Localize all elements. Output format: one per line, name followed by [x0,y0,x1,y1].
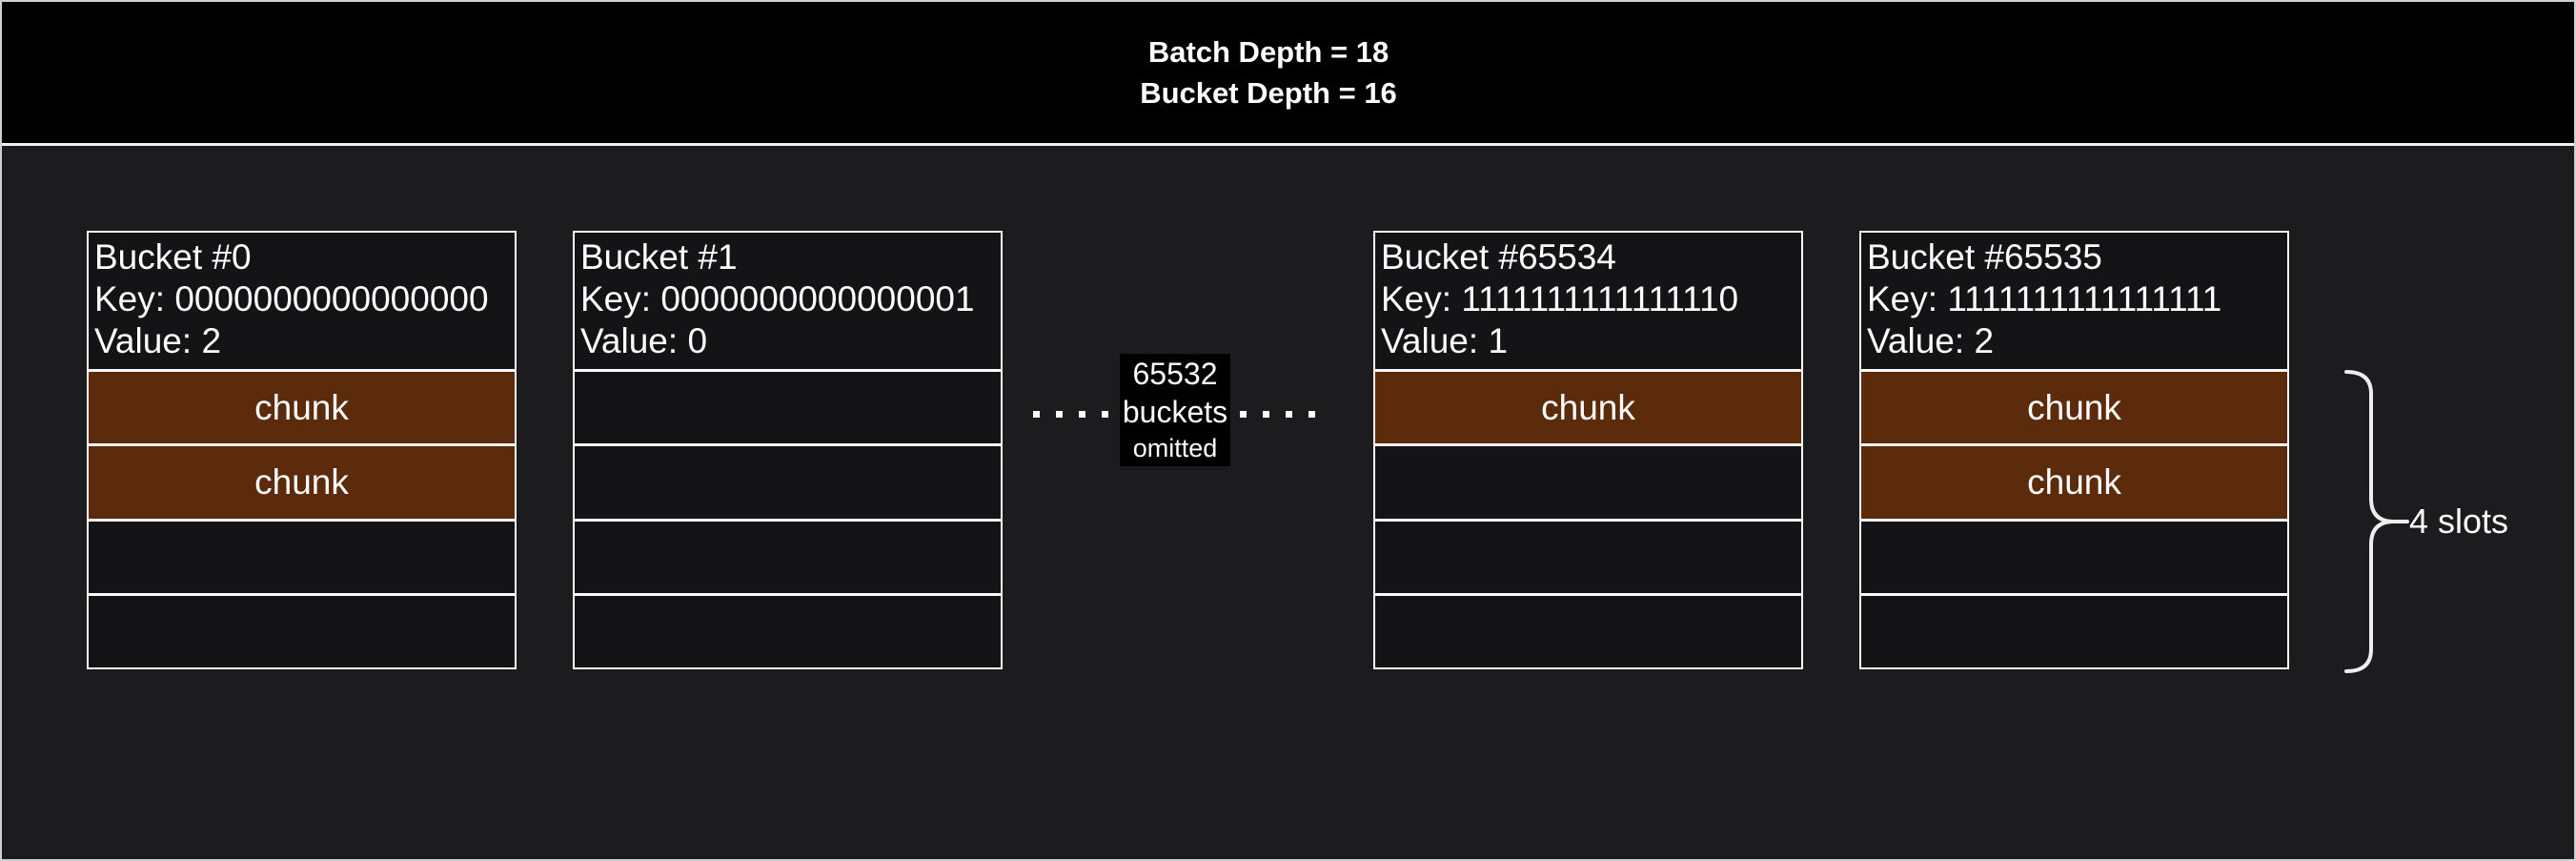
bucket-title: Bucket #1 [580,237,738,277]
bucket-slot: chunk [1861,443,2287,519]
bucket-slot: chunk [89,443,515,519]
dotted-line-right [1240,411,1315,418]
bucket-slot [1375,592,1801,667]
bucket-slot: chunk [1861,372,2287,444]
slots-annotation-label: 4 slots [2409,502,2509,541]
omitted-word-omitted: omitted [1132,434,1218,462]
bucket-slot [575,372,1001,444]
bucket-key: Key: 1111111111111110 [1381,279,1739,318]
bucket-0: Bucket #0 Key: 0000000000000000 Value: 2… [87,231,517,669]
bucket-slot [1375,518,1801,593]
bucket-1: Bucket #1 Key: 0000000000000001 Value: 0 [573,231,1003,669]
bucket-slot [575,518,1001,593]
bucket-slot [89,518,515,593]
bucket-slot [1861,592,2287,667]
bucket-65534-header: Bucket #65534 Key: 1111111111111110 Valu… [1375,233,1801,372]
bucket-title: Bucket #0 [94,237,252,277]
bucket-slot: chunk [1375,372,1801,444]
header-text-block: Batch Depth = 18 Bucket Depth = 16 [2,31,2535,113]
bucket-title: Bucket #65535 [1867,237,2102,277]
bucket-slot [89,592,515,667]
omitted-count: 65532 [1132,357,1218,391]
bucket-slot [575,592,1001,667]
bucket-depth-line: Bucket Depth = 16 [1140,76,1397,110]
bucket-65535-header: Bucket #65535 Key: 1111111111111111 Valu… [1861,233,2287,372]
bucket-65535: Bucket #65535 Key: 1111111111111111 Valu… [1859,231,2289,669]
bucket-1-header: Bucket #1 Key: 0000000000000001 Value: 0 [575,233,1001,372]
bucket-slot [1861,518,2287,593]
bucket-key: Key: 0000000000000001 [580,279,975,318]
bucket-65534: Bucket #65534 Key: 1111111111111110 Valu… [1373,231,1803,669]
bucket-value: Value: 2 [94,321,222,360]
bucket-slot: chunk [89,372,515,444]
bucket-slot [1375,443,1801,519]
bucket-value: Value: 1 [1381,321,1509,360]
bucket-title: Bucket #65534 [1381,237,1616,277]
header-band: Batch Depth = 18 Bucket Depth = 16 [2,2,2574,146]
bucket-value: Value: 2 [1867,321,1995,360]
bucket-slot [575,443,1001,519]
bucket-key: Key: 0000000000000000 [94,279,489,318]
bucket-0-header: Bucket #0 Key: 0000000000000000 Value: 2 [89,233,515,372]
omitted-word-buckets: buckets [1122,395,1228,429]
omitted-buckets-note: 65532 buckets omitted [1120,354,1230,466]
bucket-value: Value: 0 [580,321,708,360]
dotted-line-left [1033,411,1108,418]
batch-depth-line: Batch Depth = 18 [1147,35,1389,69]
curly-brace [2344,370,2409,673]
bucket-key: Key: 1111111111111111 [1867,279,2222,318]
